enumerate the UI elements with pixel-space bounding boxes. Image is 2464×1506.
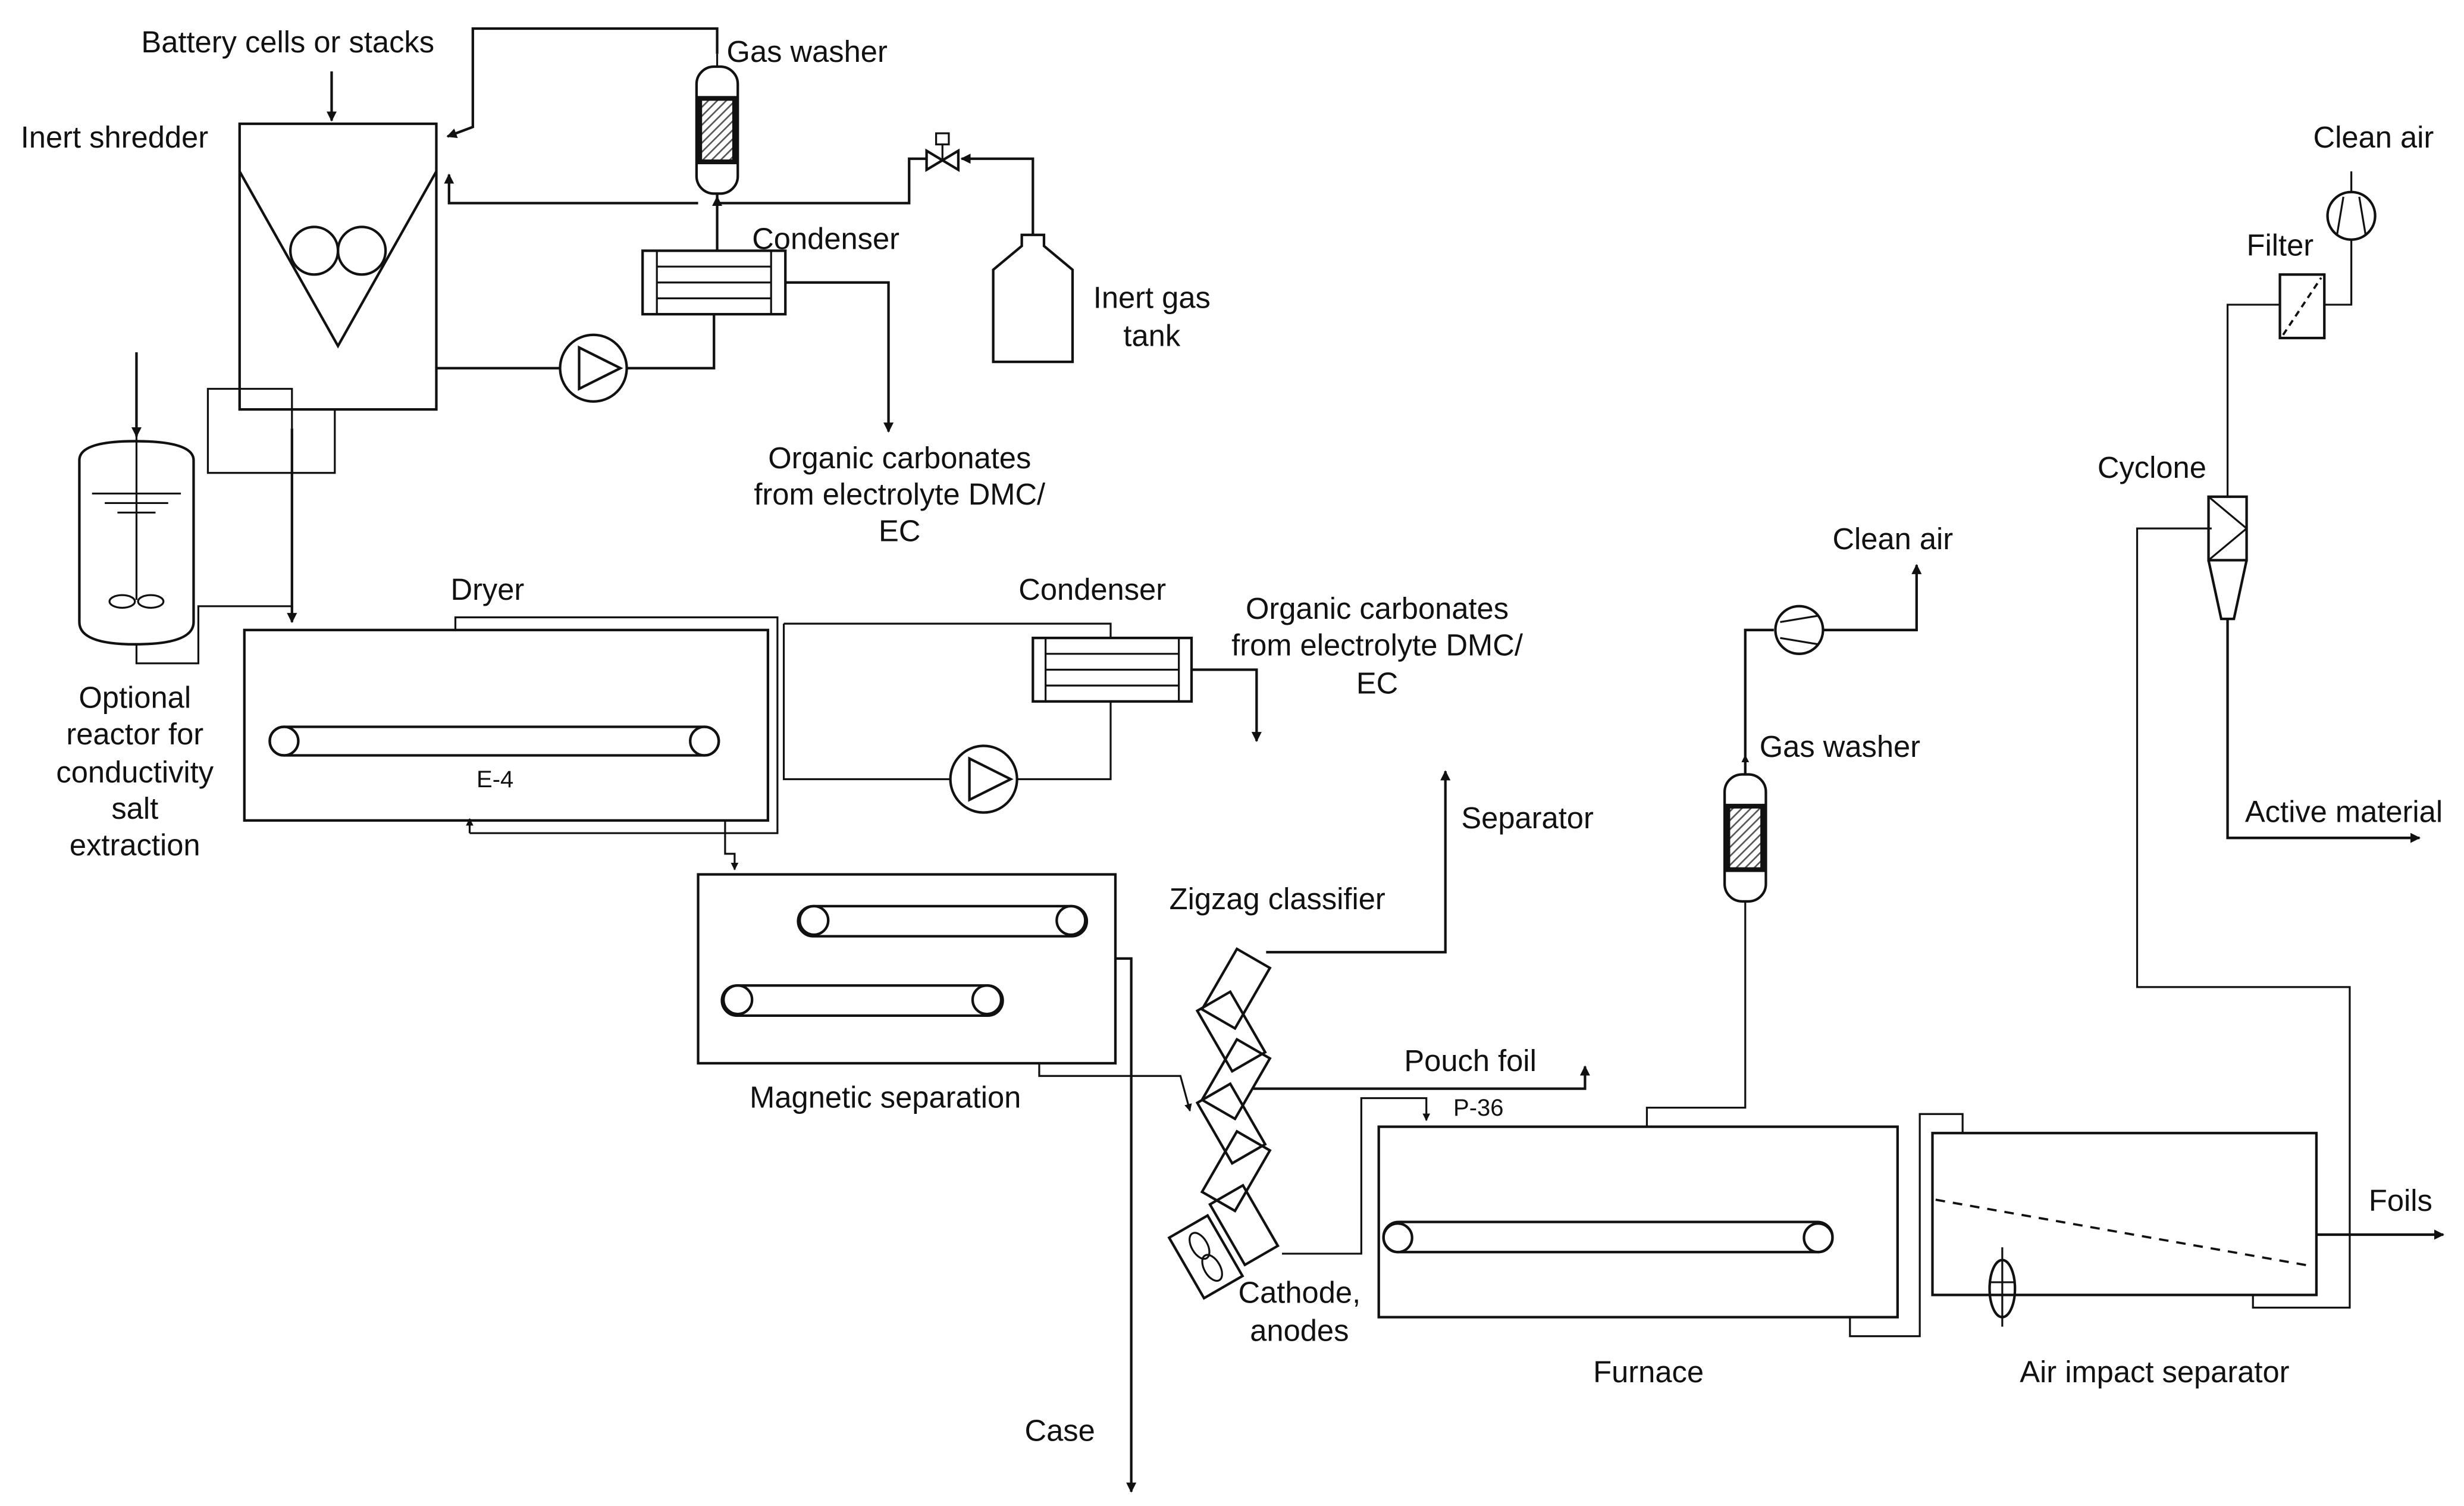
organic-carbonates-1-line-3: EC <box>879 514 920 547</box>
condenser-mid <box>1032 637 1193 703</box>
pump-to-condenser-mid-line <box>1017 701 1112 781</box>
dryer-to-condenser-line <box>783 622 1112 638</box>
cyclone <box>2207 495 2248 621</box>
cathode-anodes-line-2: anodes <box>1250 1314 1349 1348</box>
active-material-outlet <box>2226 619 2421 843</box>
magnetic-to-zigzag-line <box>1038 1063 1192 1112</box>
gas-washer-top <box>695 54 739 195</box>
optional-reactor-line-5: extraction <box>70 828 200 862</box>
zigzag-classifier-label: Zigzag classifier <box>1170 882 1385 916</box>
fan-top-icon <box>2326 190 2377 241</box>
inert-gas-to-shredder-line <box>444 173 698 205</box>
zigzag-to-furnace-line <box>1282 1097 1431 1255</box>
filter-label: Filter <box>2247 228 2314 262</box>
gas-washer-mid-label: Gas washer <box>1760 729 1920 763</box>
foils-label: Foils <box>2369 1183 2432 1217</box>
case-label: Case <box>1024 1414 1095 1448</box>
dryer-tag: E-4 <box>477 766 513 793</box>
furnace-to-air-separator-line <box>1849 1113 1964 1338</box>
condensate-outlet-mid <box>1191 668 1262 743</box>
furnace-to-washer-line <box>1645 901 1747 1127</box>
reactor-to-dryer-line <box>135 605 292 665</box>
zigzag-classifier <box>1167 947 1280 1300</box>
pouch-foil-outlet-line <box>1253 1065 1590 1090</box>
air-impact-separator-label: Air impact separator <box>2020 1355 2289 1389</box>
cathode-anodes-line-1: Cathode, <box>1239 1276 1361 1310</box>
clean-air-top-label: Clean air <box>2313 120 2434 154</box>
optional-reactor-line-1: Optional <box>79 680 191 714</box>
pump-mid <box>949 744 1018 814</box>
shredder-to-reactor-line <box>206 387 336 474</box>
gas-washer-top-label: Gas washer <box>727 35 888 68</box>
inert-gas-tank-label-2: tank <box>1123 318 1180 352</box>
separator-to-cyclone-line <box>2136 527 2351 1309</box>
pump-return-line <box>782 624 951 781</box>
magnetic-separation <box>697 873 1117 1065</box>
inert-gas-tank <box>992 233 1074 364</box>
condenser-mid-label: Condenser <box>1018 572 1166 606</box>
dryer <box>243 616 779 834</box>
air-impact-separator <box>1931 1132 2318 1327</box>
fan-mid-icon <box>1774 605 1825 655</box>
inert-gas-line <box>716 157 927 205</box>
gas-washer-mid <box>1723 773 1767 903</box>
organic-carbonates-1-line-2: from electrolyte DMC/ <box>754 477 1046 511</box>
dryer-to-magnetic-line <box>724 820 739 871</box>
cyclone-to-filter-line <box>2226 303 2280 497</box>
active-material-label: Active material <box>2245 795 2443 829</box>
separator-outlet-line <box>1266 770 1451 954</box>
pump-to-condenser-line <box>626 314 716 370</box>
inert-shredder-label: Inert shredder <box>21 120 208 154</box>
tank-to-valve-line <box>960 154 1034 235</box>
clean-air-mid-label: Clean air <box>1832 522 1953 556</box>
pump-tag-label: P-36 <box>1453 1095 1504 1121</box>
furnace-label: Furnace <box>1593 1355 1704 1389</box>
valve-icon <box>925 132 960 173</box>
filter <box>2278 273 2326 340</box>
inert-shredder <box>238 122 438 411</box>
pump-top <box>559 333 628 403</box>
condenser-top <box>641 249 787 316</box>
pouch-foil-label: Pouch foil <box>1404 1044 1536 1078</box>
condenser-top-label: Condenser <box>752 222 899 256</box>
washer-to-fan-line <box>1744 628 1774 775</box>
case-outlet-line <box>1115 957 1137 1493</box>
battery-input-label: Battery cells or stacks <box>141 25 434 59</box>
filter-to-fan-line <box>2324 239 2353 306</box>
organic-carbonates-2-line-2: from electrolyte DMC/ <box>1231 628 1523 662</box>
separator-label: Separator <box>1461 801 1594 835</box>
cyclone-label: Cyclone <box>2098 450 2206 484</box>
optional-reactor-line-2: reactor for <box>66 717 203 751</box>
clean-air-mid-outlet <box>1823 563 1922 631</box>
optional-reactor-line-3: conductivity <box>56 755 214 789</box>
organic-carbonates-1-line-1: Organic carbonates <box>768 441 1031 475</box>
gas-washer-return-line <box>446 27 719 138</box>
furnace <box>1377 1125 1899 1319</box>
optional-reactor-line-4: salt <box>111 791 158 825</box>
inert-gas-tank-label-1: Inert gas <box>1093 280 1211 314</box>
organic-carbonates-2-line-3: EC <box>1356 666 1398 700</box>
magnetic-separation-label: Magnetic separation <box>750 1081 1021 1114</box>
condensate-outlet-top <box>785 281 894 433</box>
dryer-label: Dryer <box>450 572 524 606</box>
organic-carbonates-2-line-1: Organic carbonates <box>1246 591 1509 625</box>
